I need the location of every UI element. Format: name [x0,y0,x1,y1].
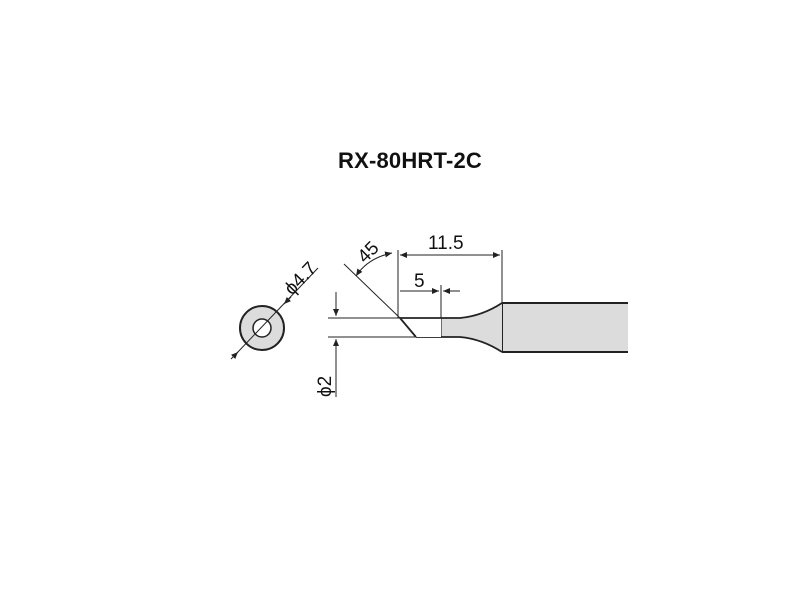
tip-bevel-edge [399,317,417,338]
part-number-title: RX-80HRT-2C [337,148,482,173]
dimension-total-length: 11.5 [397,233,503,318]
tip-face [400,318,441,337]
dimension-tip-diameter: ϕ2 [315,292,416,397]
taper-fill [441,303,502,352]
body-diameter-label: ϕ4.7 [280,258,321,299]
end-view-inner-circle [252,318,272,338]
angle-label: 45 [354,238,384,268]
body-diameter-arrow-upper [283,296,292,305]
body-diameter-leader [235,267,319,355]
angle-extension-line [343,263,401,319]
taper-top-edge [441,302,503,319]
dimension-angle: 45 [343,238,401,319]
shaft-body [502,303,628,352]
tip-length-label: 5 [414,271,425,292]
side-view [399,302,628,353]
angle-arc [355,251,393,277]
end-view: ϕ4.7 [230,258,321,360]
taper-bottom-edge [416,336,503,353]
dimension-tip-length: 5 [400,271,460,318]
body-diameter-arrow-lower [230,351,239,360]
tip-diameter-label: ϕ2 [315,376,336,397]
total-length-label: 11.5 [428,233,464,254]
